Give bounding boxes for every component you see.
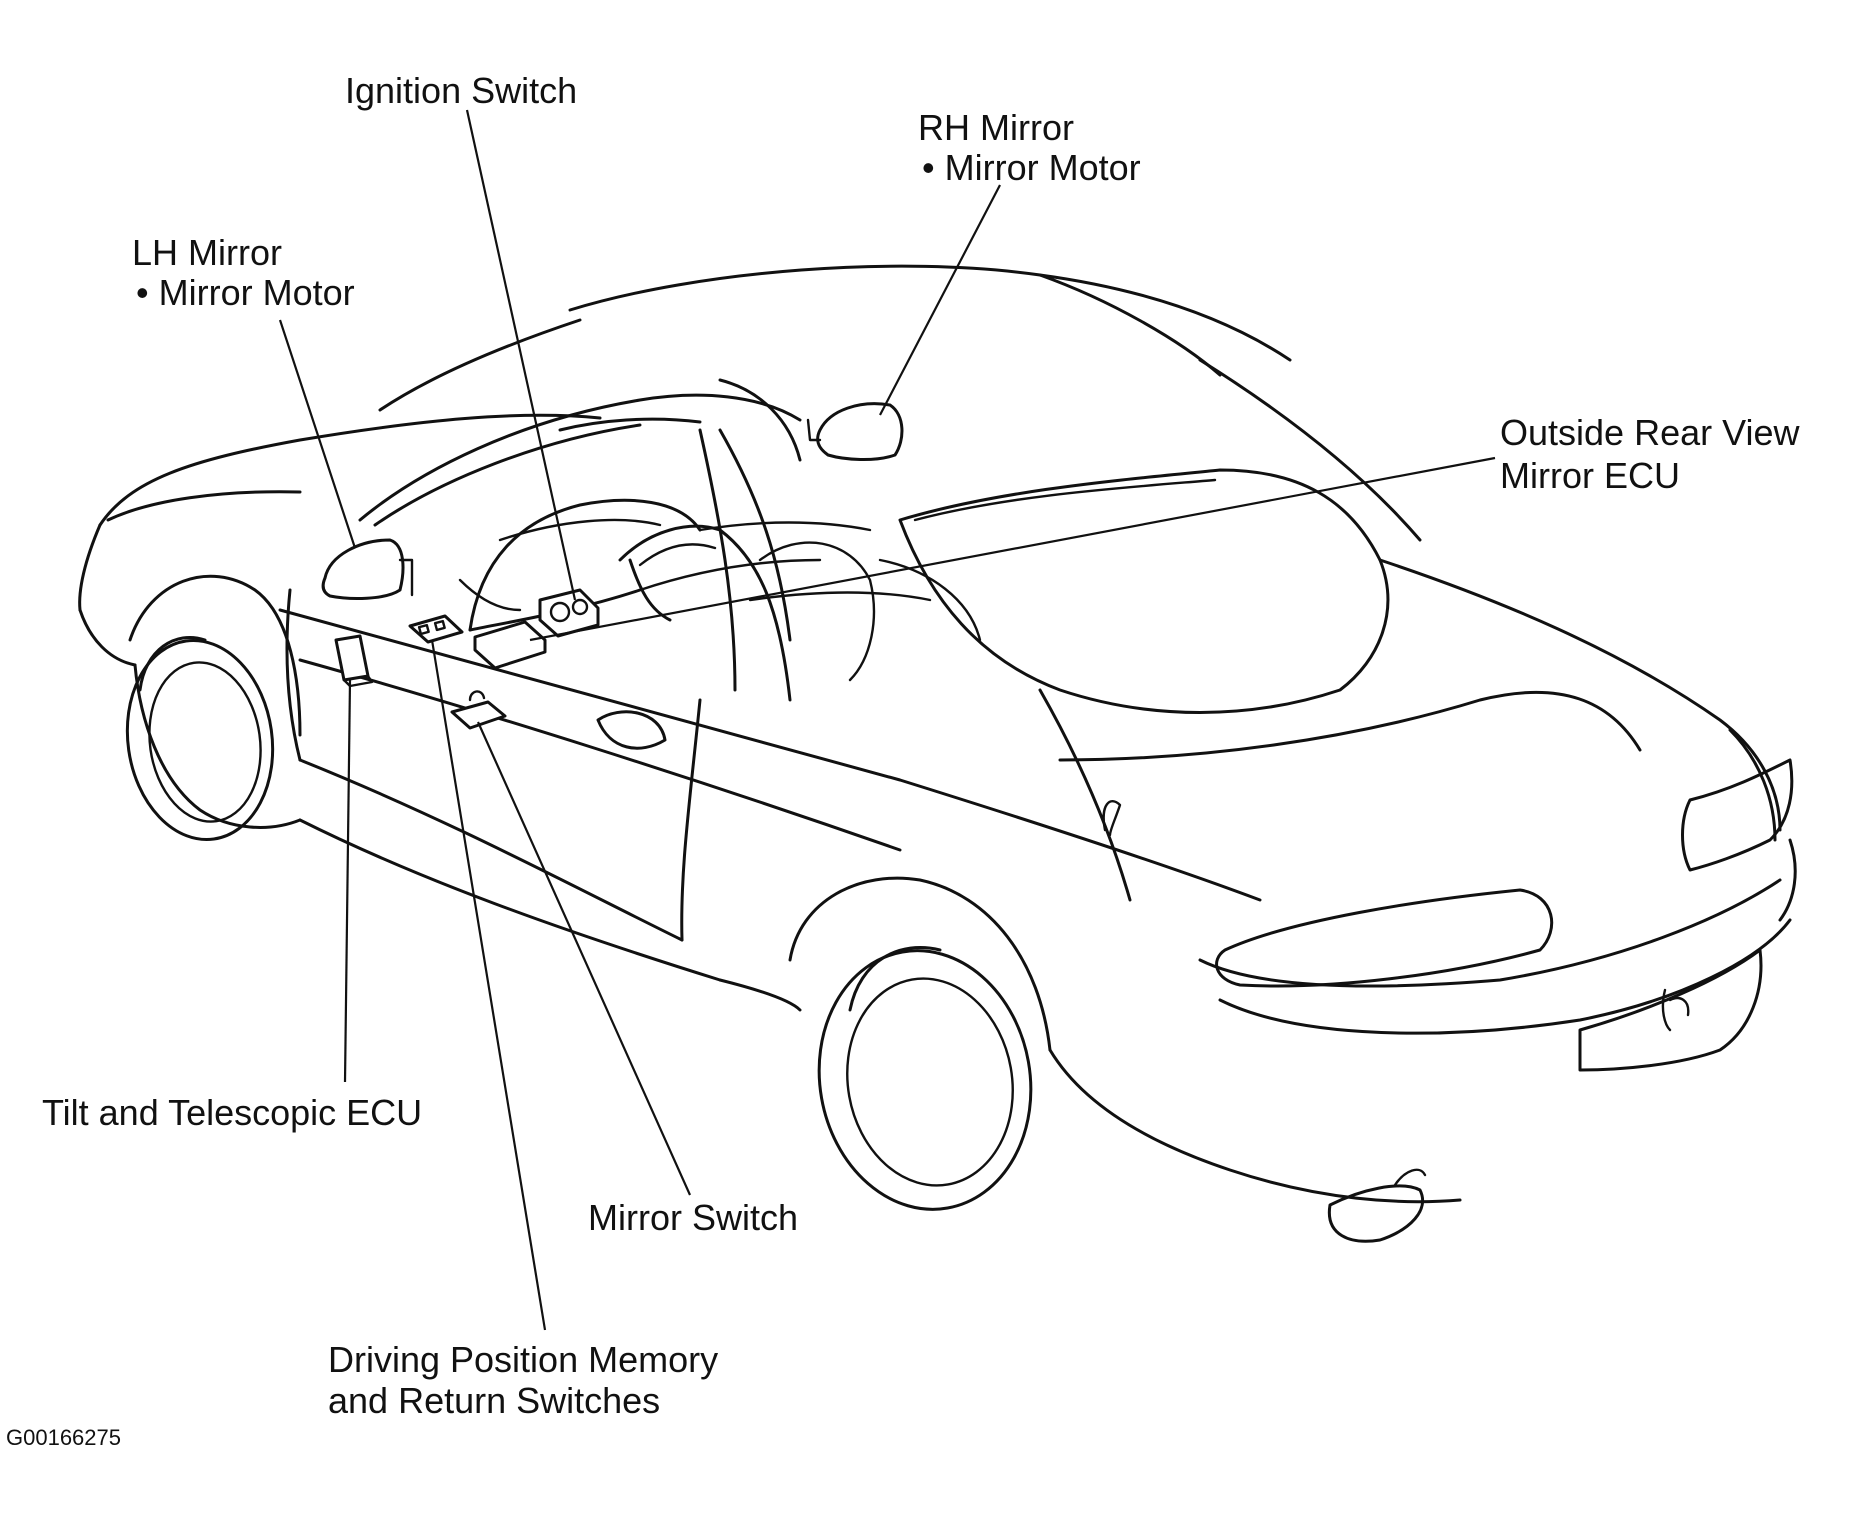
leader-tilt-telescopic-ecu bbox=[343, 679, 352, 1083]
outside-mirror-ecu-shape bbox=[473, 620, 547, 670]
mirror-switch-shape bbox=[450, 690, 507, 730]
car-outline bbox=[78, 264, 1797, 1243]
label-rh-mirror: RH Mirror bbox=[918, 107, 1074, 148]
leader-lh-mirror bbox=[278, 319, 357, 549]
label-driving-memory-line2: and Return Switches bbox=[328, 1380, 660, 1421]
label-lh-mirror: LH Mirror bbox=[132, 232, 282, 273]
label-mirror-switch: Mirror Switch bbox=[588, 1197, 798, 1238]
rh-mirror-shape bbox=[806, 402, 904, 462]
leader-outside-mirror-ecu bbox=[529, 456, 1496, 642]
label-tilt-telescopic-ecu: Tilt and Telescopic ECU bbox=[42, 1092, 422, 1133]
lh-mirror-shape bbox=[321, 538, 414, 600]
figure-id: G00166275 bbox=[6, 1425, 121, 1450]
label-outside-mirror-ecu-line1: Outside Rear View bbox=[1500, 412, 1800, 453]
tilt-telescopic-ecu-shape bbox=[334, 634, 374, 688]
label-lh-mirror-motor: • Mirror Motor bbox=[136, 272, 355, 313]
leader-mirror-switch bbox=[476, 721, 692, 1196]
ignition-switch-shape bbox=[538, 588, 600, 638]
label-driving-memory-line1: Driving Position Memory bbox=[328, 1339, 718, 1380]
leader-memory-switches bbox=[430, 639, 547, 1331]
label-outside-mirror-ecu-line2: Mirror ECU bbox=[1500, 455, 1680, 496]
leader-lines bbox=[278, 109, 1496, 1331]
label-ignition-switch: Ignition Switch bbox=[345, 70, 577, 111]
memory-switches-shape bbox=[408, 614, 464, 644]
leader-ignition-switch bbox=[465, 109, 577, 601]
leader-rh-mirror bbox=[879, 184, 1001, 416]
label-rh-mirror-motor: • Mirror Motor bbox=[922, 147, 1141, 188]
